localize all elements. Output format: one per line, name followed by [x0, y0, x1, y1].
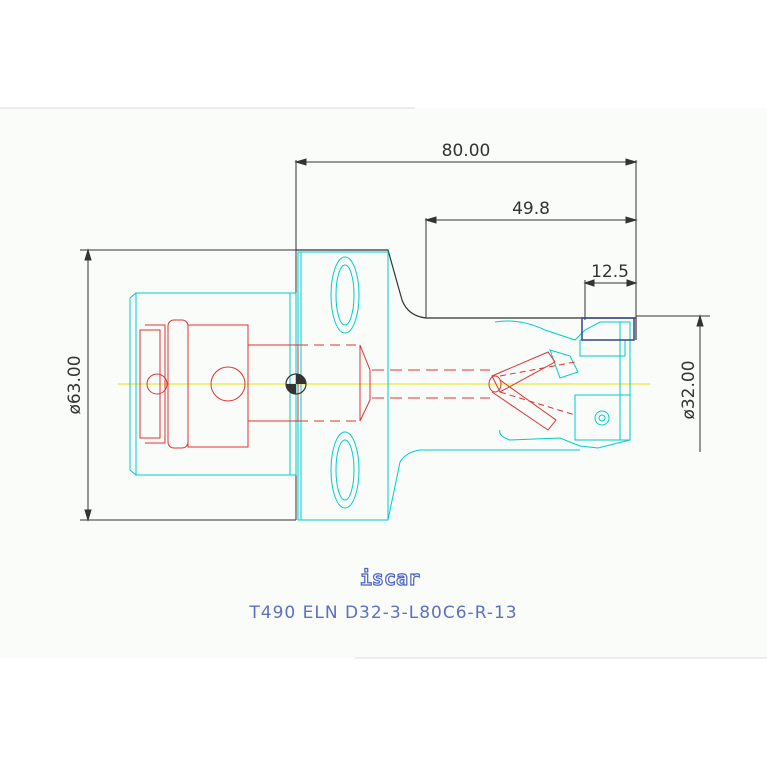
dimension-insert-width: 12.5	[591, 262, 629, 282]
dimension-overall-length: 80.00	[442, 141, 491, 161]
iscar-logo: iscar	[359, 565, 420, 590]
drawing-background	[0, 108, 767, 658]
dimension-lines	[80, 158, 710, 522]
dimension-shank-diameter: ø63.00	[65, 355, 85, 414]
center-mark-quadrant-1	[296, 374, 306, 384]
part-number-caption: T490 ELN D32-3-L80C6-R-13	[249, 603, 518, 623]
svg-text:iscar: iscar	[360, 566, 420, 590]
body-top-profile	[296, 249, 637, 340]
dimension-reach-length: 49.8	[512, 199, 550, 219]
cutting-insert	[581, 317, 635, 341]
tool-body-outline	[129, 251, 631, 521]
dimension-cutting-diameter: ø32.00	[679, 360, 699, 419]
center-mark-quadrant-2	[286, 384, 296, 394]
